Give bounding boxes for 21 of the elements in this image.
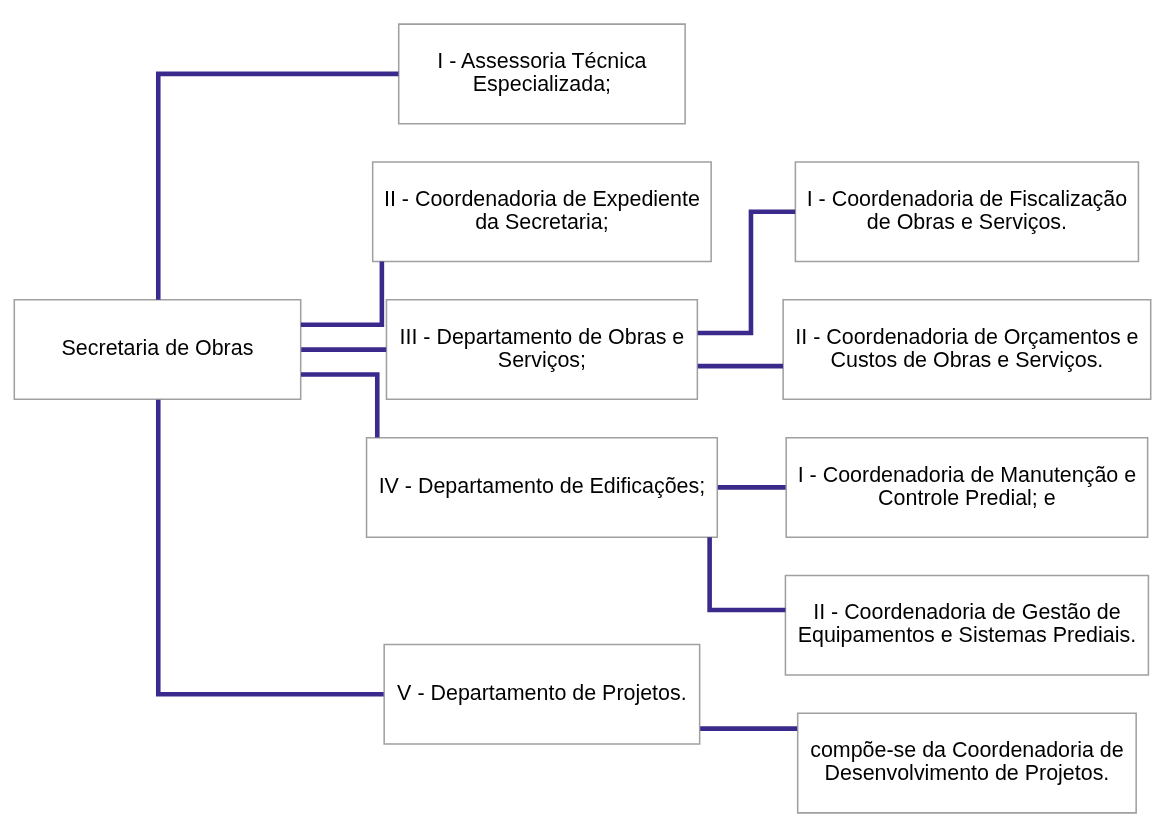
connector xyxy=(697,363,783,369)
node-box: I - Assessoria Técnica Especializada; xyxy=(397,23,686,125)
connector xyxy=(697,209,796,336)
connector xyxy=(301,347,387,352)
connector xyxy=(717,485,786,490)
node-box: I - Coordenadoria de Manutenção e Controle Predial; e xyxy=(785,436,1149,538)
connector xyxy=(155,71,399,300)
connector xyxy=(707,537,786,613)
node-box: V - Departamento de Projetos. xyxy=(383,643,701,745)
connector xyxy=(301,372,380,438)
connector xyxy=(155,399,384,697)
node-box: I - Coordenadoria de Fiscalização de Obras e Serviços. xyxy=(794,161,1140,263)
node-box: IV - Departamento de Edificações; xyxy=(365,436,719,538)
node-box: compõe-se da Coordenadoria de Desenvolvimento de Projetos. xyxy=(796,712,1137,814)
connector xyxy=(300,261,385,327)
connector xyxy=(700,726,798,731)
node-box: II - Coordenadoria de Orçamentos e Custos de Obras e Serviços. xyxy=(782,299,1152,401)
node-box: III - Departamento de Obras e Serviços; xyxy=(385,299,699,401)
node-box: II - Coordenadoria de Expediente da Secretaria; xyxy=(371,161,712,263)
node-box: II - Coordenadoria de Gestão de Equipamentos e Sistemas Prediais. xyxy=(784,574,1150,676)
node-box: Secretaria de Obras xyxy=(13,299,302,401)
